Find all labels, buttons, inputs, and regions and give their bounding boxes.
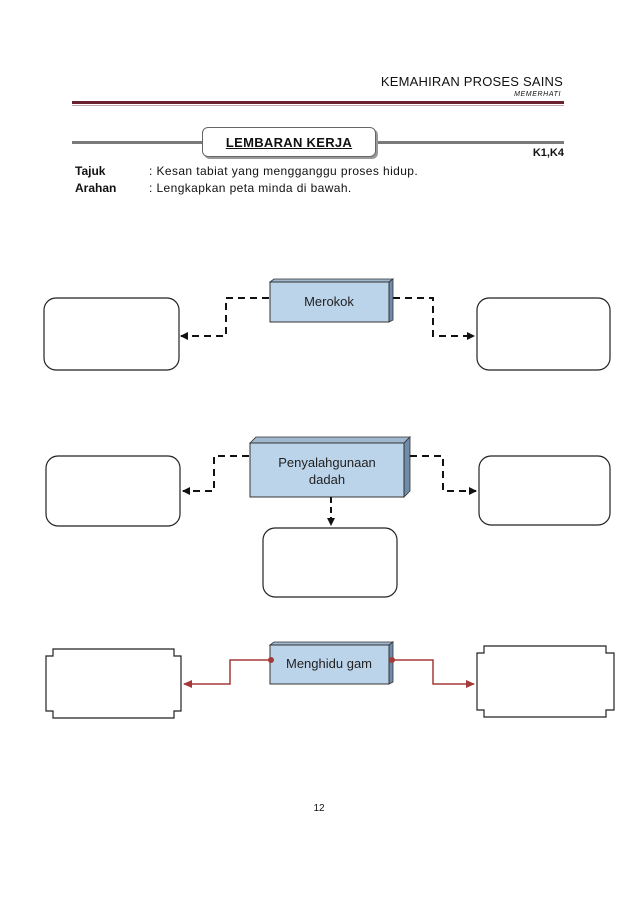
header-subtitle: MEMERHATI [514, 91, 561, 98]
answer-box-2-right[interactable] [478, 455, 611, 526]
answer-box-1-left[interactable] [43, 297, 180, 371]
connector-merokok-right [393, 297, 475, 340]
node-merokok-label: Merokok [304, 294, 354, 309]
connector-dadah-right [410, 455, 477, 495]
answer-box-2-bottom[interactable] [262, 527, 398, 598]
worksheet-label: LEMBARAN KERJA [202, 127, 376, 157]
connector-dadah-left [182, 455, 249, 495]
header-rule-light [72, 105, 564, 106]
node-merokok: Merokok [268, 278, 395, 323]
connector-merokok-left [180, 297, 269, 340]
tajuk-value: : Kesan tabiat yang mengganggu proses hi… [149, 164, 419, 178]
node-menghidu-gam-label: Menghidu gam [286, 656, 372, 671]
header-title: KEMAHIRAN PROSES SAINS [380, 74, 563, 89]
node-penyalahgunaan-dadah: Penyalahgunaan dadah [249, 436, 411, 498]
connector-gam-left [183, 659, 270, 688]
tajuk-label: Tajuk [75, 164, 106, 178]
header-rule [72, 101, 564, 104]
node-penyalahgunaan-label-1: Penyalahgunaan [278, 455, 376, 470]
answer-box-3-right[interactable] [476, 645, 615, 718]
node-penyalahgunaan-label-2: dadah [309, 472, 345, 487]
arahan-value: : Lengkapkan peta minda di bawah. [149, 181, 352, 195]
connector-gam-right-dot [389, 657, 395, 663]
arahan-label: Arahan [75, 181, 117, 195]
skill-code: K1,K4 [532, 147, 564, 159]
connector-gam-right [392, 659, 475, 688]
answer-box-2-left[interactable] [45, 455, 181, 527]
connector-gam-left-dot [268, 657, 274, 663]
page-number: 12 [313, 803, 325, 814]
node-menghidu-gam: Menghidu gam [268, 641, 395, 685]
answer-box-3-left[interactable] [45, 648, 182, 719]
answer-box-1-right[interactable] [476, 297, 611, 371]
